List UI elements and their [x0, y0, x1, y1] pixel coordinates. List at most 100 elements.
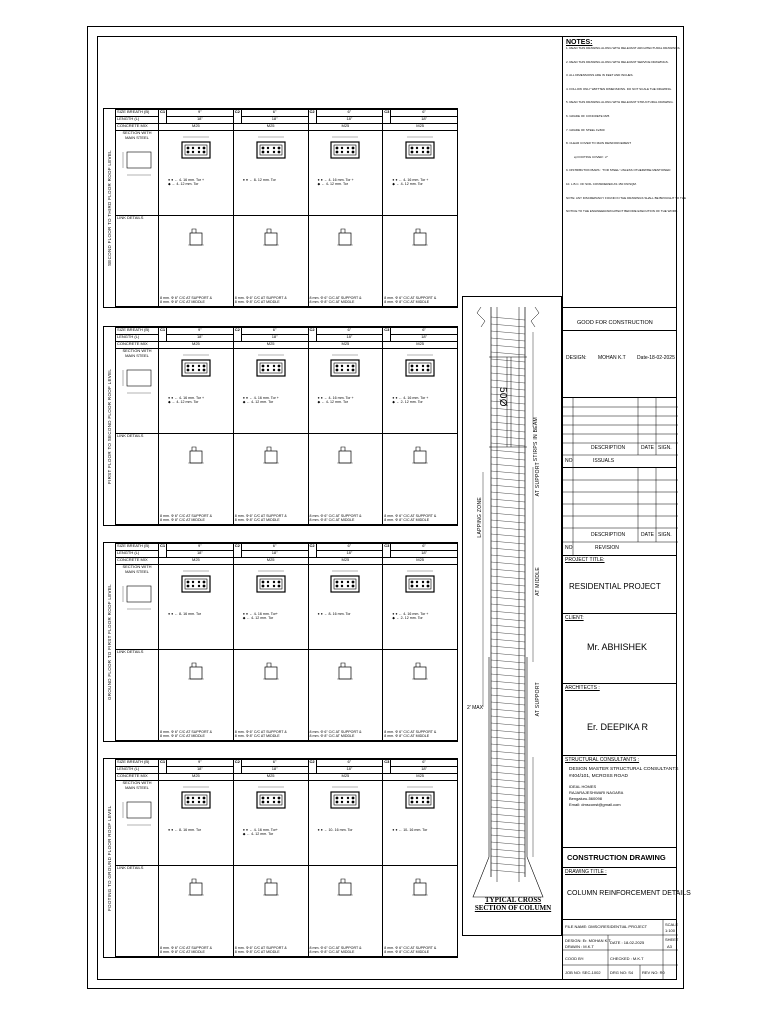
- main-steel-text: 4- 16 mm. Tor+: [253, 828, 278, 832]
- section-header-cell: SECTION WITH MAIN STEEL: [115, 348, 159, 434]
- link-detail-middle: 8 mm. Φ 8" C/C AT MIDDLE: [309, 299, 355, 304]
- date-value: 18-02-2025: [649, 355, 675, 361]
- stirrup-line: [490, 484, 526, 489]
- link-stirrup-icon: [337, 228, 354, 246]
- main-steel-text: 2- 12 mm. Tor: [400, 616, 423, 621]
- concrete-mix-value: M25: [232, 773, 309, 781]
- link-detail-support: 8 mm. Φ 6" C/C AT SUPPORT &: [160, 295, 213, 300]
- stirrup-line: [490, 421, 526, 426]
- level-label: GROUND FLOOR TO FIRST FLOOR ROOF LEVEL: [107, 584, 112, 700]
- link-detail-middle: 8 mm. Φ 8" C/C AT MIDDLE: [234, 949, 280, 954]
- stirrup-line: [490, 596, 526, 601]
- link-detail-support: 8 mm. Φ 6" C/C AT SUPPORT &: [160, 945, 213, 950]
- concrete-header: CONCRETE MIX: [115, 341, 159, 349]
- main-steel-text: 4- 16 mm. Tor +: [403, 396, 429, 400]
- link-detail-middle: 8 mm. Φ 8" C/C AT MIDDLE: [309, 949, 355, 954]
- issuals-sign: SIGN.: [658, 445, 672, 451]
- main-steel-line: ● ● ← 10- 16 mm. Tor: [318, 828, 382, 832]
- column-mark: C2: [307, 759, 317, 774]
- breath-label: BREATH (B): [127, 543, 150, 548]
- issuals-description: DESCRIPTION: [591, 445, 626, 451]
- bar-symbol-icon: ◆ ←: [242, 400, 252, 405]
- section-header-cell: SECTION WITH MAIN STEEL: [115, 564, 159, 650]
- main-steel-text: 8- 16 mm. Tor: [328, 612, 351, 616]
- link-stirrup-icon: [262, 878, 279, 896]
- link-detail-middle: 8 mm. Φ 8" C/C AT MIDDLE: [160, 733, 205, 738]
- stirrup-line: [490, 428, 526, 433]
- link-cell: 8 mm. Φ 6" C/C AT SUPPORT &8 mm. Φ 8" C/…: [158, 865, 234, 957]
- column-mark: C2: [232, 759, 242, 774]
- bar-symbol-icon: ◆ ←: [168, 182, 177, 187]
- length-header: LENGTH (L): [115, 334, 159, 342]
- stirrup-line: [490, 764, 526, 769]
- main-steel-text: 2- 12 mm. Tor: [400, 400, 423, 405]
- bar-symbol-icon: ● ● ←: [242, 396, 254, 400]
- stirrup-line: [490, 344, 526, 349]
- size-breath-header: SIZE BREATH (B): [115, 109, 159, 117]
- main-steel-line: ● ● ← 4- 16 mm. Tor +: [318, 396, 382, 400]
- link-stirrup-icon: [412, 878, 429, 896]
- main-steel-line: ● ● ← 4- 16 mm. Tor +: [392, 396, 456, 400]
- breadth-value: 9": [166, 327, 234, 335]
- column-outline-icon: [122, 369, 152, 394]
- rev-no: REV NO: R0: [642, 970, 665, 975]
- link-detail-support: 8 mm. Φ 6" C/C AT SUPPORT &: [309, 729, 362, 734]
- main-steel-text: 4- 16 mm. Tor +: [178, 178, 205, 182]
- link-detail-support: 8 mm. Φ 6" C/C AT SUPPORT &: [384, 295, 437, 300]
- stirrup-line: [490, 449, 526, 454]
- link-detail-support: 8 mm. Φ 6" C/C AT SUPPORT &: [309, 295, 362, 300]
- length-value: 18": [166, 334, 234, 342]
- cood-by: COOD BY:: [565, 956, 585, 961]
- stirrup-line: [490, 722, 526, 727]
- bar-symbol-icon: ● ● ←: [317, 828, 329, 832]
- lapping-zone-label: LAPPING ZONE: [477, 497, 483, 538]
- breath-label: BREATH (B): [127, 327, 150, 332]
- column-section-icon: [181, 786, 211, 809]
- main-steel-text: 4- 16 mm. Tor +: [328, 178, 354, 182]
- bar-symbol-icon: ● ● ←: [317, 396, 329, 400]
- stirrup-line: [490, 540, 526, 545]
- stirrup-line: [490, 442, 526, 447]
- stirrup-line: [490, 512, 526, 517]
- note-item: 6. GRADE OF CONCRETE M25: [566, 113, 610, 118]
- breadth-value: 6": [240, 327, 309, 335]
- main-steel-line: ● ● ← 4- 16 mm. Tor+: [243, 612, 307, 616]
- note-item: 4. FOLLOW ONLY WRITTEN DIMENSIONS. DO NO…: [566, 86, 672, 91]
- main-steel-text: 4- 16 mm. Tor +: [178, 396, 205, 400]
- column-mark: C2: [307, 109, 317, 124]
- note-item: 1. READ THIS DRAWING ALONG WITH RELEVANT…: [566, 46, 681, 50]
- stirrup-line: [490, 351, 526, 356]
- main-steel-text: 4- 12 mm. Tor: [251, 400, 274, 405]
- link-detail-middle: 8 mm. Φ 8" C/C AT MIDDLE: [384, 299, 430, 304]
- link-detail-support: 8 mm. Φ 6" C/C AT SUPPORT &: [160, 513, 213, 518]
- stirrup-line: [490, 407, 526, 412]
- architects-block: ARCHITECTS : Er. DEEPIKA R: [562, 684, 677, 756]
- concrete-mix-value: M25: [232, 557, 309, 565]
- consultant-line: #404/101, MCROSS ROAD: [569, 774, 628, 780]
- stirrup-line: [490, 701, 526, 706]
- section-header: SECTION WITH MAIN STEEL: [122, 780, 152, 790]
- main-steel-line: ◆ ← 4- 12 mm. Tor: [168, 182, 232, 186]
- link-detail-middle: 8 mm. Φ 8" C/C AT MIDDLE: [234, 733, 280, 738]
- stirrup-line: [490, 736, 526, 741]
- main-steel-line: ◆ ← 2- 12 mm. Tor: [392, 616, 456, 620]
- link-detail-middle: 8 mm. Φ 8" C/C AT MIDDLE: [160, 949, 205, 954]
- notes-list: 1. READ THIS DRAWING ALONG WITH RELEVANT…: [563, 46, 686, 225]
- link-header: LINK DETAILS: [115, 865, 159, 957]
- length-value: 18": [240, 550, 309, 558]
- note-item: NOTICE TO THE ENGINEER/ARCHITECT BEFORE …: [566, 209, 678, 214]
- date-row-label: DATE :: [610, 940, 623, 945]
- breadth-value: 6": [390, 543, 458, 551]
- size-label: SIZE: [117, 327, 126, 332]
- drawing-sheet-border: [87, 26, 684, 989]
- column-section-icon: [181, 570, 211, 593]
- link-cell: 8 mm. Φ 6" C/C AT SUPPORT &8 mm. Φ 8" C/…: [307, 649, 384, 741]
- stirrup-line: [490, 862, 526, 867]
- link-detail-middle: 8 mm. Φ 8" C/C AT MIDDLE: [384, 733, 430, 738]
- bar-symbol-icon: ◆ ←: [392, 182, 401, 187]
- consultant-line: IDEAL HOMES: [569, 784, 597, 790]
- link-header: LINK DETAILS: [115, 433, 159, 525]
- breath-label: BREATH (B): [127, 759, 150, 764]
- length-header: LENGTH (L): [115, 116, 159, 124]
- bar-symbol-icon: ◆ ←: [392, 400, 401, 405]
